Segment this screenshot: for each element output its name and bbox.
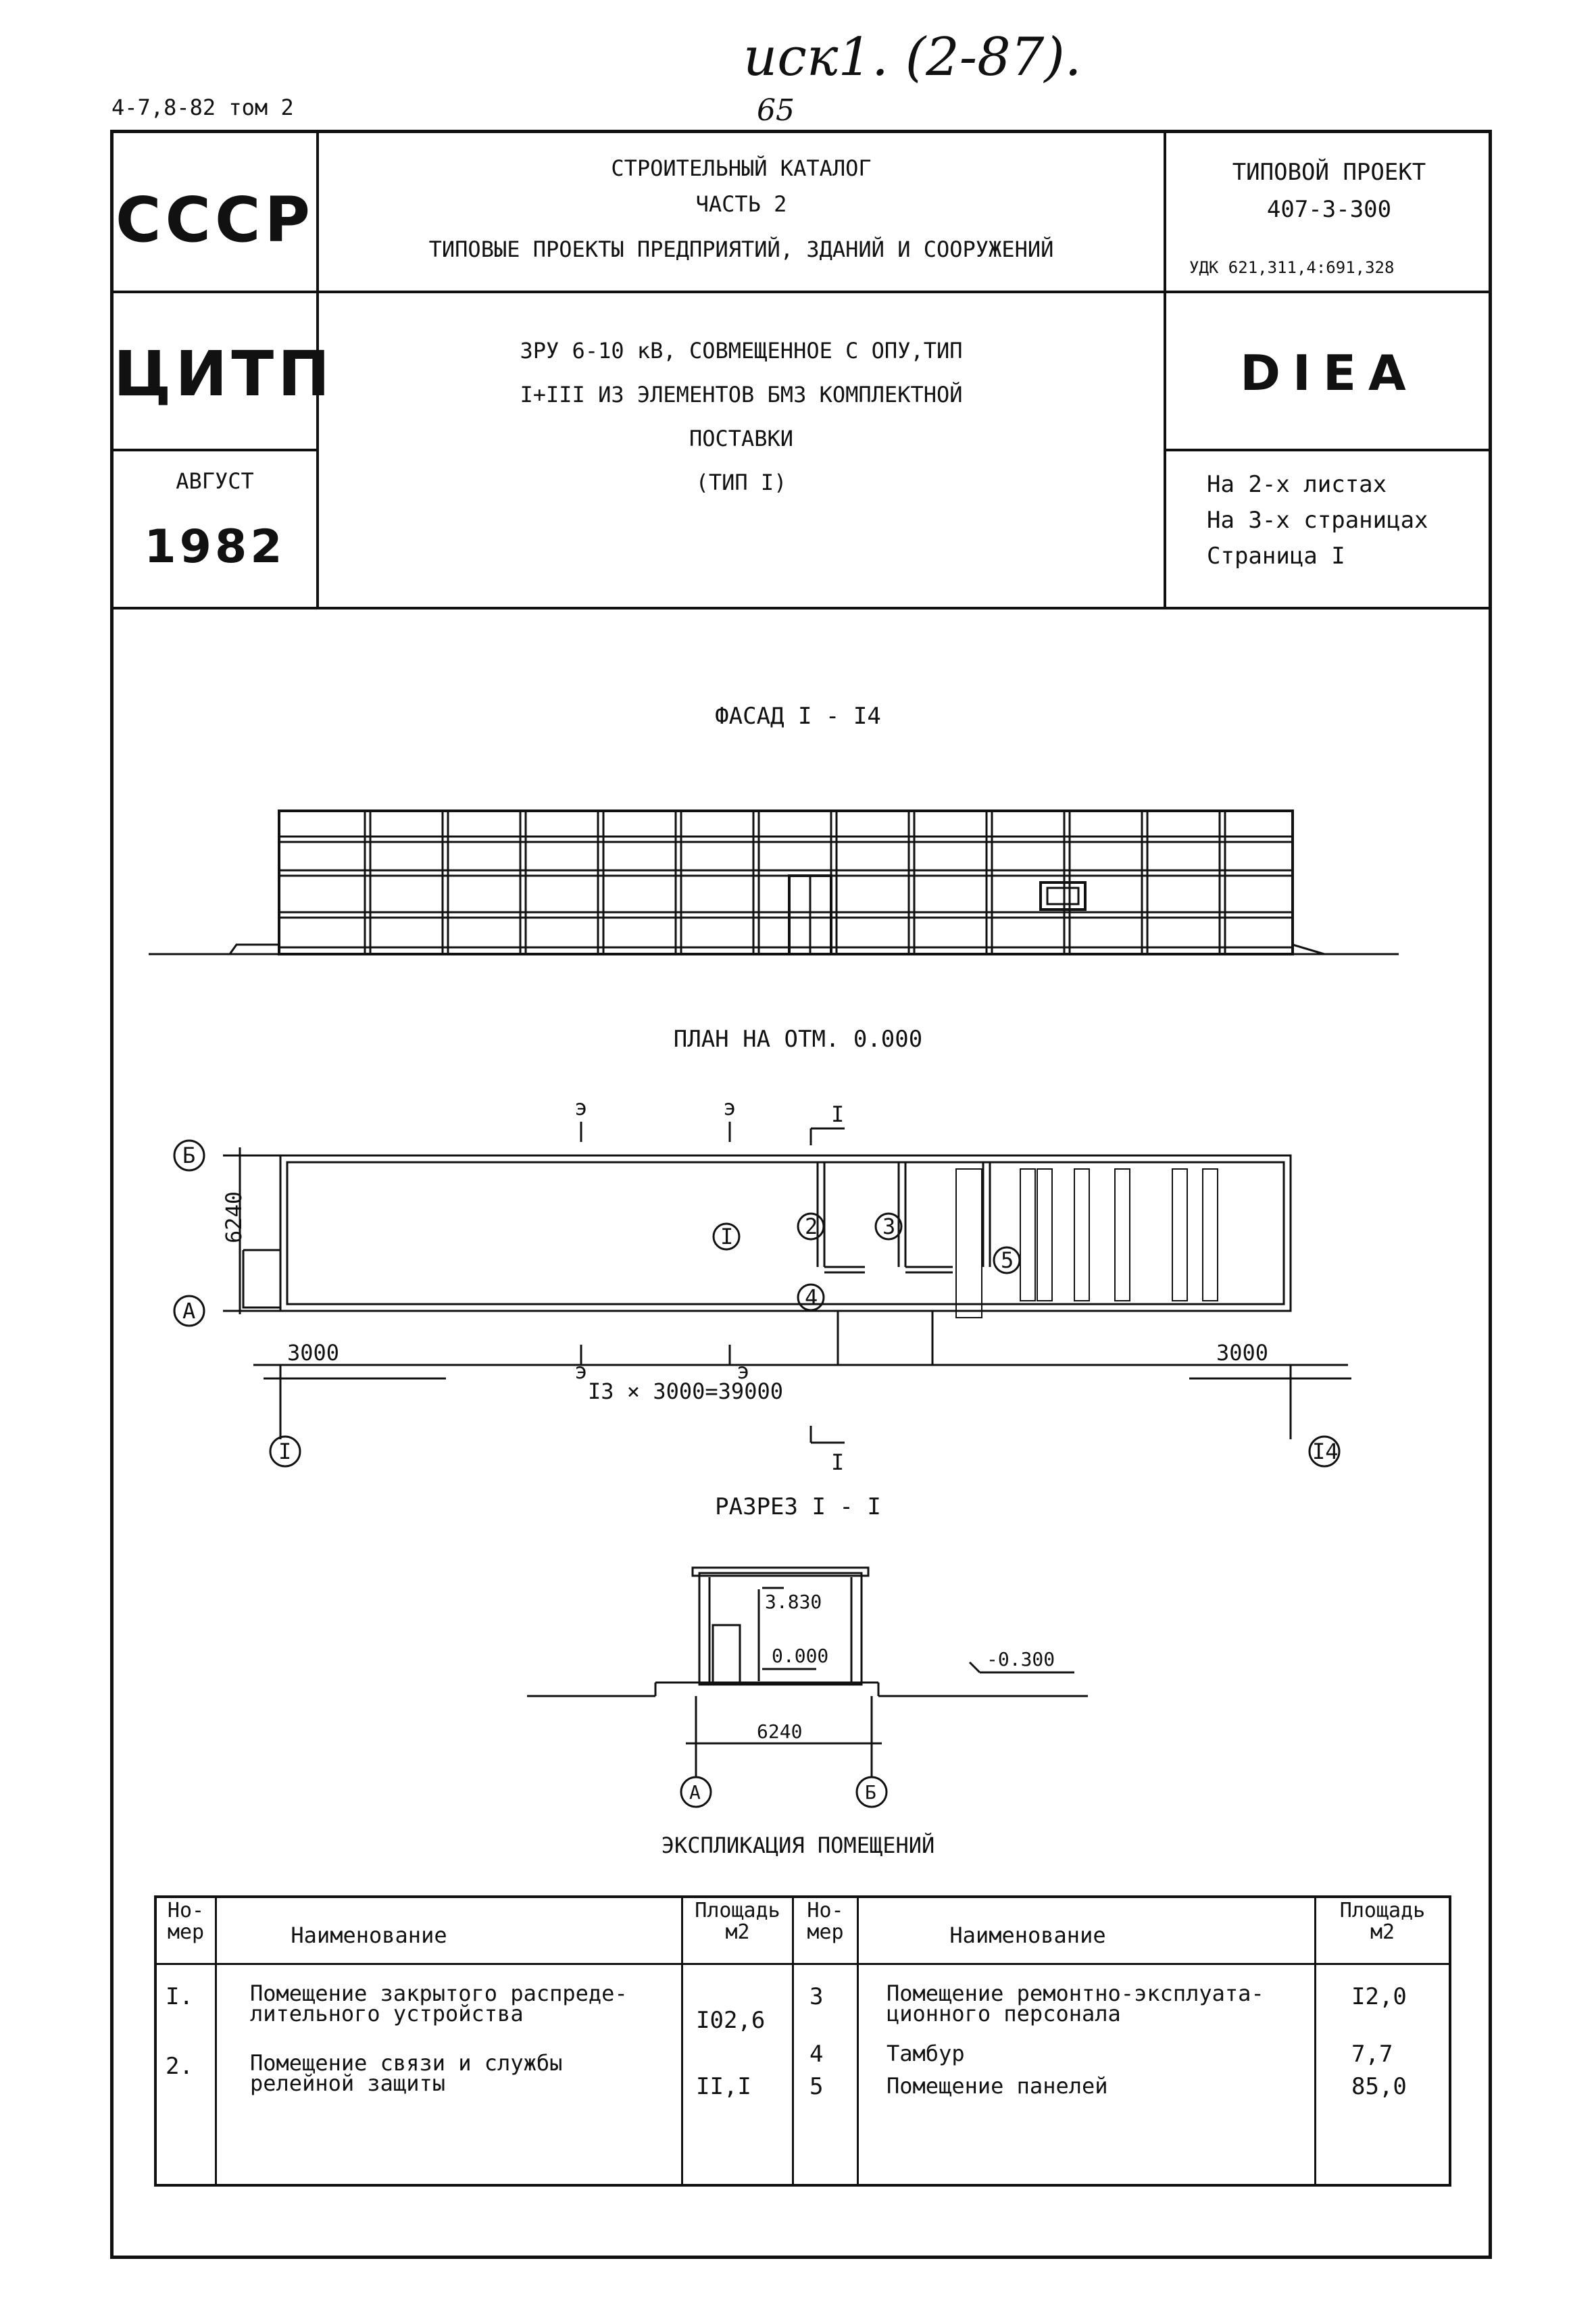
col-area-right: Площадь м2: [1339, 1899, 1426, 1944]
title-line3: ПОСТАВКИ: [689, 426, 794, 451]
section-drawing: 3.830 0.000 -0.300 6240 А Б: [527, 1566, 1088, 1808]
udk: УДК 621,311,4:691,328: [1189, 258, 1395, 277]
plan-title: ПЛАН НА ОТМ. 0.000: [673, 1026, 923, 1053]
table-row: Помещение панелей: [887, 2073, 1108, 2099]
table-row: 2.: [166, 2053, 193, 2080]
table-row: 7,7: [1351, 2041, 1393, 2068]
sheets-count: На 2-х листах: [1207, 471, 1387, 498]
plan-axis-b: Б: [182, 1143, 195, 1168]
table-row: I.: [166, 1983, 193, 2010]
plan-marker-e: э: [737, 1358, 749, 1384]
org-citp: ЦИТП: [114, 338, 334, 410]
table-row: II,I: [696, 2073, 751, 2100]
facade-drawing: [149, 810, 1399, 955]
catalog-line2: ЧАСТЬ 2: [695, 191, 787, 217]
table-row: 4: [809, 2041, 824, 2068]
section-title: РАЗРЕЗ I - I: [715, 1493, 881, 1520]
volume-ref: 4-7,8-82 том 2: [111, 95, 294, 120]
project-number: 407-3-300: [1266, 196, 1392, 223]
col-name-right: Наименование: [949, 1922, 1106, 1948]
sheet-code: DIEA: [1240, 345, 1418, 401]
plan-room-3: 3: [882, 1214, 895, 1239]
plan-marker-e: э: [574, 1095, 587, 1120]
table-row: Помещение связи и службы релейной защиты: [250, 2050, 563, 2096]
handwritten-note: иск1. (2-87).: [743, 27, 1082, 88]
current-page: Страница I: [1207, 543, 1345, 570]
plan-room-4: 4: [805, 1285, 818, 1310]
plan-marker-e: э: [574, 1358, 587, 1384]
plan-section-mark-bottom: I: [831, 1449, 844, 1475]
section-axis-a: А: [689, 1781, 701, 1803]
explication-title: ЭКСПЛИКАЦИЯ ПОМЕЩЕНИЙ: [661, 1833, 935, 1858]
plan-marker-e: э: [723, 1095, 736, 1120]
section-level-ground: -0.300: [987, 1648, 1055, 1670]
col-area-left: Площадь м2: [695, 1899, 780, 1944]
plan-bay-right: 3000: [1216, 1340, 1268, 1366]
title-line4: (ТИП I): [695, 470, 787, 495]
plan-axis-1: I: [278, 1439, 291, 1464]
section-level-zero: 0.000: [772, 1645, 828, 1667]
section-width-dim: 6240: [757, 1720, 802, 1743]
table-row: Помещение закрытого распреде- лительного…: [250, 1981, 628, 2026]
catalog-line3: ТИПОВЫЕ ПРОЕКТЫ ПРЕДПРИЯТИЙ, ЗДАНИЙ И СО…: [428, 237, 1054, 262]
month: АВГУСТ: [176, 468, 254, 494]
col-num-right: Но- мер: [807, 1899, 844, 1944]
plan-room-1: I: [720, 1224, 733, 1249]
table-row: I2,0: [1351, 1983, 1407, 2010]
section-axis-b: Б: [865, 1781, 876, 1803]
catalog-line1: СТРОИТЕЛЬНЫЙ КАТАЛОГ: [611, 155, 872, 181]
org-ussr: СССР: [116, 184, 314, 256]
plan-width-dim: 6240: [221, 1191, 247, 1243]
col-name-left: Наименование: [291, 1922, 447, 1948]
table-row: Тамбур: [887, 2041, 965, 2066]
pages-count: На 3-х страницах: [1207, 507, 1428, 534]
table-row: 3: [809, 1983, 824, 2010]
title-line1: ЗРУ 6-10 кВ, СОВМЕЩЕННОЕ С ОПУ,ТИП: [520, 338, 963, 364]
table-row: Помещение ремонтно-эксплуата- ционного п…: [887, 1981, 1264, 2026]
table-row: I02,6: [696, 2007, 766, 2034]
year: 1982: [144, 520, 286, 574]
plan-drawing: Б А I I4 I 2 3 4 5 I I э э э э 3000 3000…: [173, 1095, 1351, 1475]
plan-axis-14: I4: [1312, 1439, 1339, 1464]
project-label: ТИПОВОЙ ПРОЕКТ: [1232, 159, 1426, 186]
plan-axis-a: А: [182, 1298, 195, 1324]
plan-bay-left: 3000: [287, 1340, 339, 1366]
section-level-top: 3.830: [765, 1591, 822, 1613]
plan-total-dim: I3 × 3000=39000: [588, 1378, 783, 1404]
plan-room-5: 5: [1001, 1247, 1014, 1273]
table-row: 85,0: [1351, 2073, 1407, 2100]
col-num-left: Но- мер: [167, 1899, 205, 1944]
table-row: 5: [809, 2073, 824, 2100]
plan-room-2: 2: [805, 1214, 818, 1239]
facade-title: ФАСАД I - I4: [715, 703, 881, 730]
title-line2: I+III ИЗ ЭЛЕМЕНТОВ БМЗ КОМПЛЕКТНОЙ: [520, 382, 963, 407]
page-number: 65: [757, 93, 795, 128]
plan-section-mark-top: I: [831, 1101, 844, 1127]
